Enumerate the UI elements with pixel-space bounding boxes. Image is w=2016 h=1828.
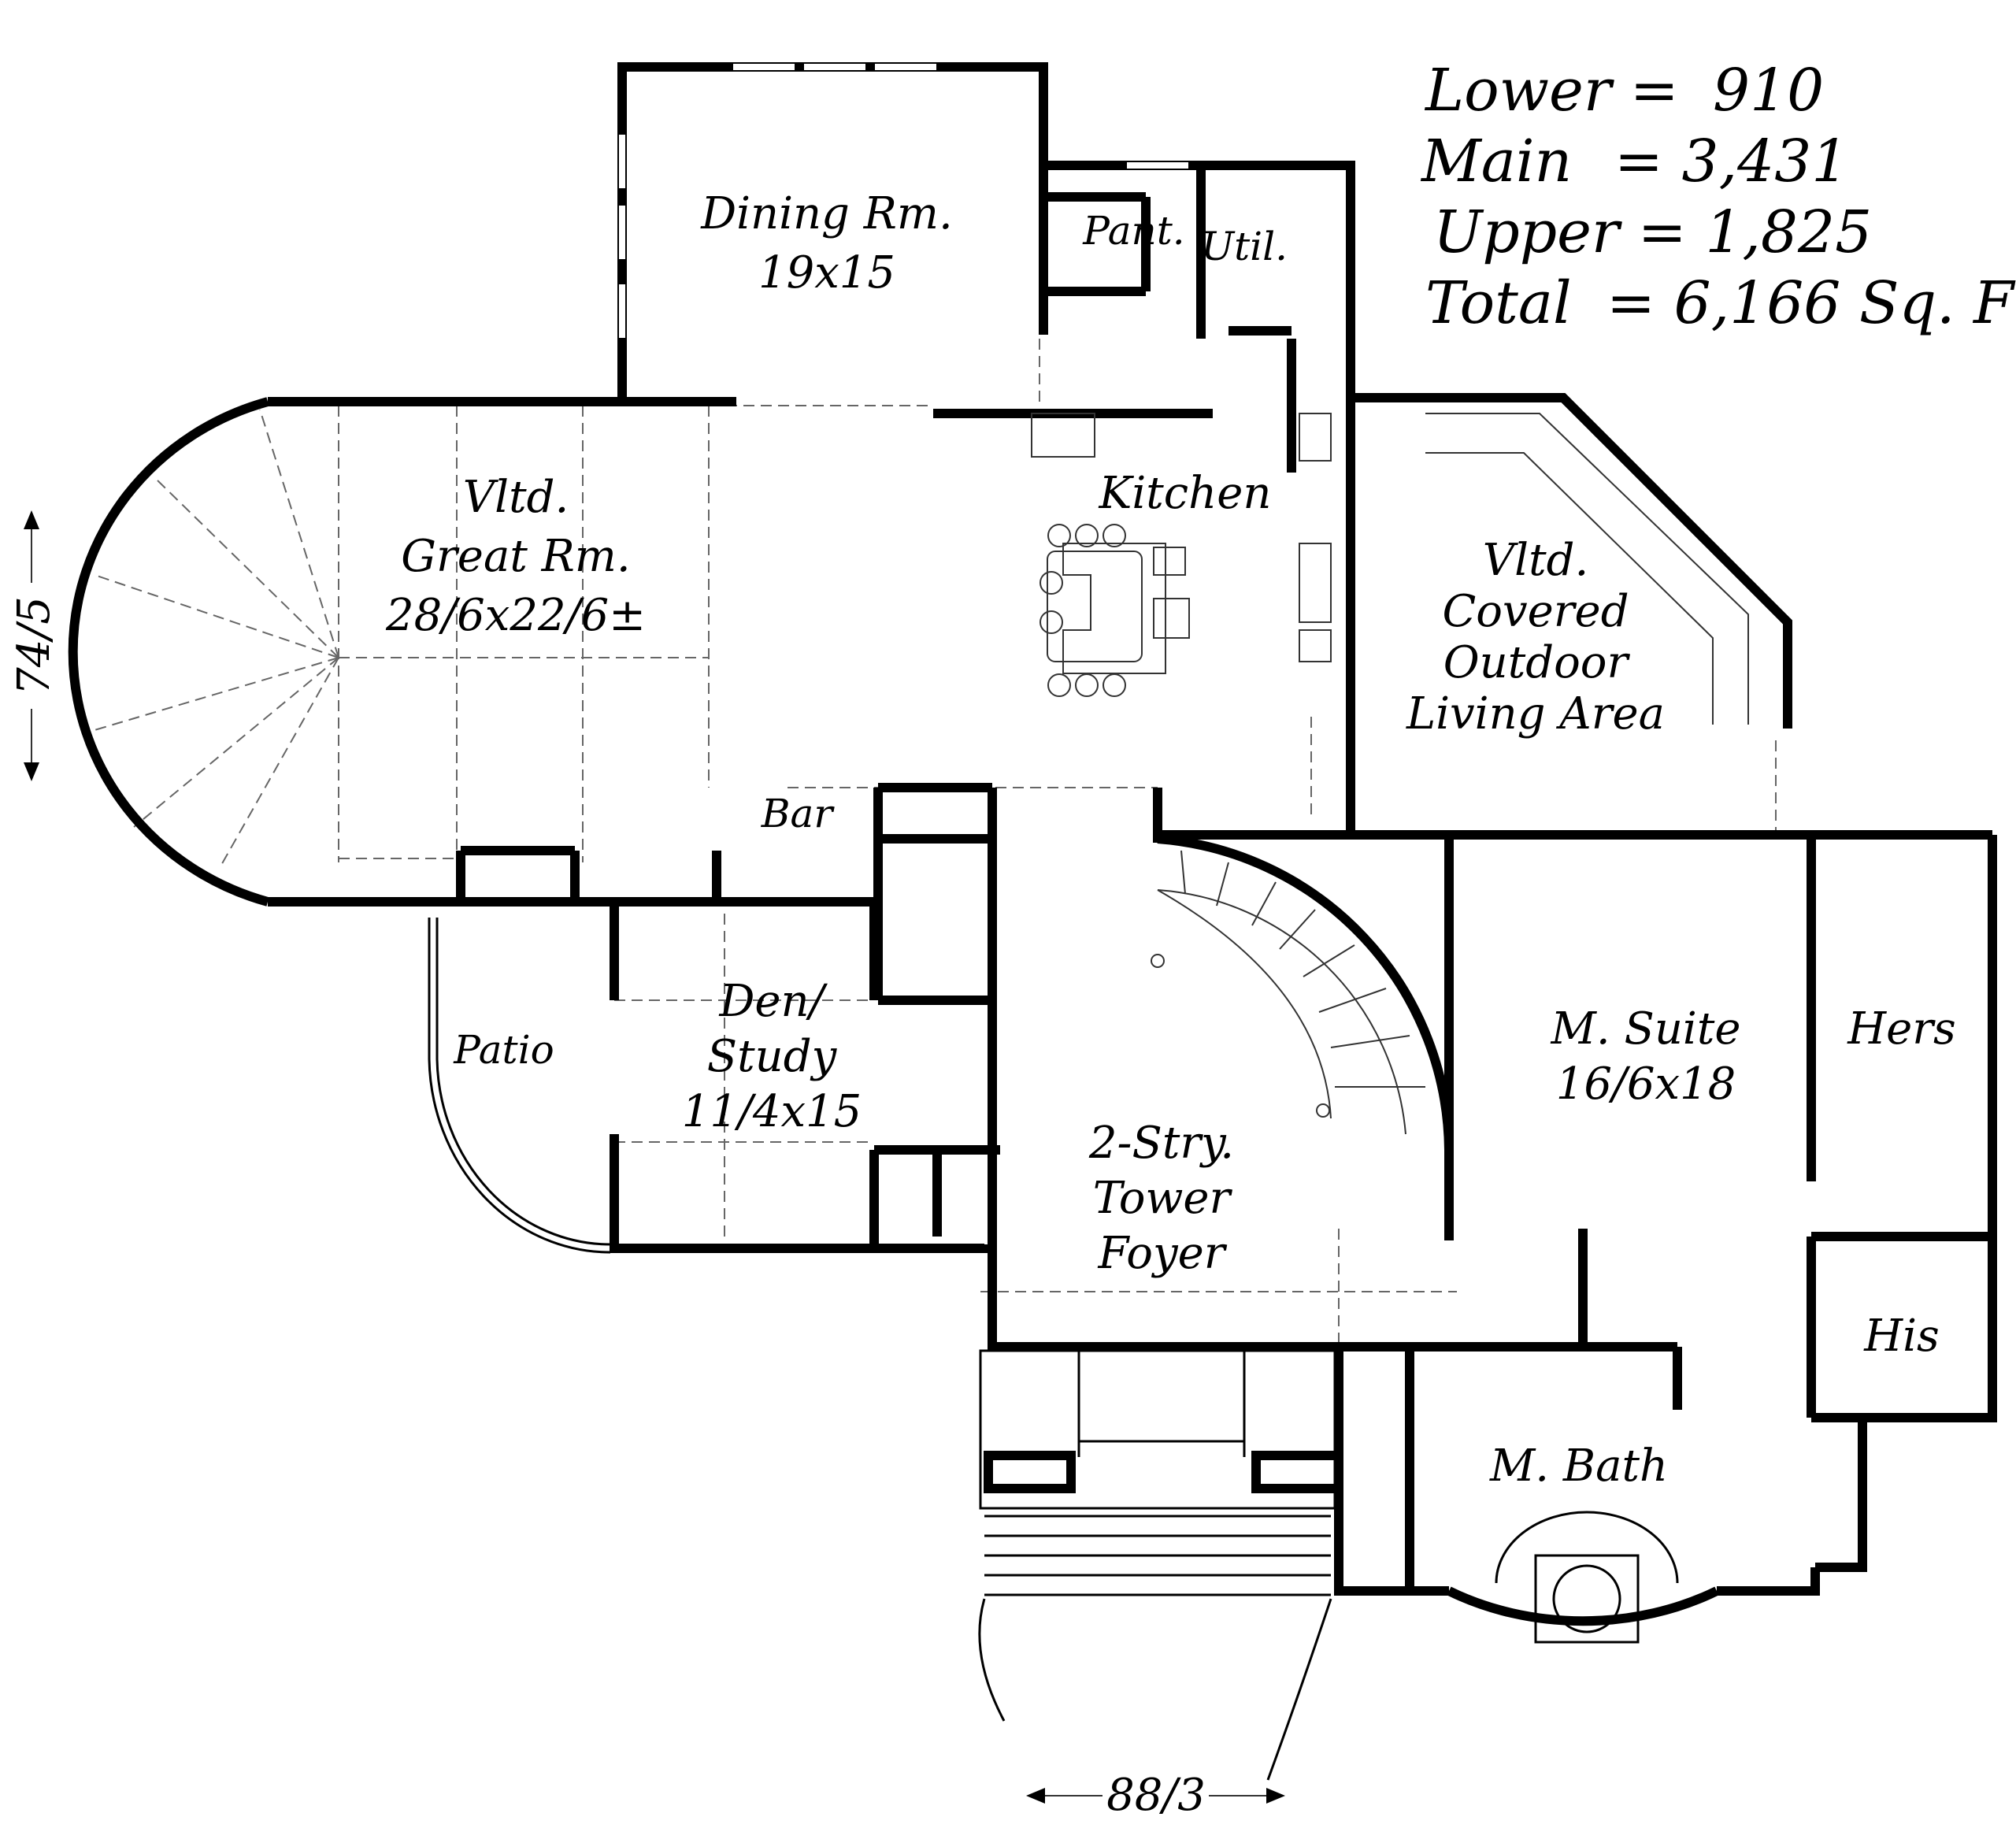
kitchen-island	[1031, 413, 1332, 697]
outdoor-line4: Living Area	[1406, 688, 1665, 740]
outdoor-line1: Vltd.	[1483, 535, 1589, 586]
den-line1: Den/	[719, 976, 828, 1027]
den-line2: Study	[707, 1031, 838, 1082]
walls	[68, 62, 1997, 1626]
outdoor-line2: Covered	[1442, 586, 1629, 637]
great-room-line2: Great Rm.	[401, 531, 630, 582]
area-total-label: Total	[1425, 269, 1572, 337]
pantry-label: Pant.	[1082, 208, 1184, 254]
area-main-value: = 3,431	[1614, 128, 1848, 195]
width-dimension: 88/3	[1026, 1770, 1285, 1821]
master-suite-name: M. Suite	[1551, 1003, 1741, 1055]
foyer-line1: 2-Stry.	[1088, 1118, 1234, 1169]
dining-room-size: 19x15	[758, 247, 895, 298]
utility-label: Util.	[1201, 224, 1288, 269]
outdoor-bench	[1425, 413, 1749, 725]
area-lower-value: 910	[1713, 57, 1824, 124]
bar-label: Bar	[761, 791, 836, 836]
kitchen-label: Kitchen	[1099, 468, 1272, 519]
dining-room-name: Dining Rm.	[700, 188, 953, 239]
depth-dimension: 74/5	[9, 510, 60, 781]
great-room-line1: Vltd.	[463, 472, 569, 523]
master-bath-label: M. Bath	[1489, 1441, 1668, 1492]
room-labels: Dining Rm. 19x15 Pant. Util. Vltd. Great…	[385, 188, 1956, 1492]
dining-windows	[617, 62, 1190, 339]
depth-dimension-label: 74/5	[9, 596, 60, 695]
front-steps	[984, 1515, 1331, 1596]
foyer-line3: Foyer	[1097, 1228, 1227, 1279]
thin-outlines	[428, 918, 1679, 1781]
area-upper-label: Upper = 1,825	[1433, 198, 1872, 266]
outdoor-line3: Outdoor	[1443, 637, 1631, 688]
stair-treads	[1151, 850, 1425, 1135]
den-size: 11/4x15	[682, 1086, 862, 1137]
area-main-label: Main	[1420, 128, 1572, 195]
hers-closet-label: Hers	[1847, 1003, 1955, 1055]
master-suite-size: 16/6x18	[1556, 1059, 1736, 1110]
great-room-size: 28/6x22/6±	[385, 590, 646, 641]
his-closet-label: His	[1863, 1311, 1939, 1362]
area-lower-label: Lower =	[1424, 57, 1679, 124]
patio-label: Patio	[453, 1027, 554, 1073]
area-total-value: = 6,166 Sq. Ft.	[1606, 269, 2016, 337]
ceiling-lines	[86, 339, 1777, 1370]
foyer-line2: Tower	[1093, 1173, 1233, 1224]
area-summary: Lower = 910 Main = 3,431 Upper = 1,825 T…	[1420, 57, 2016, 337]
width-dimension-label: 88/3	[1106, 1770, 1206, 1821]
